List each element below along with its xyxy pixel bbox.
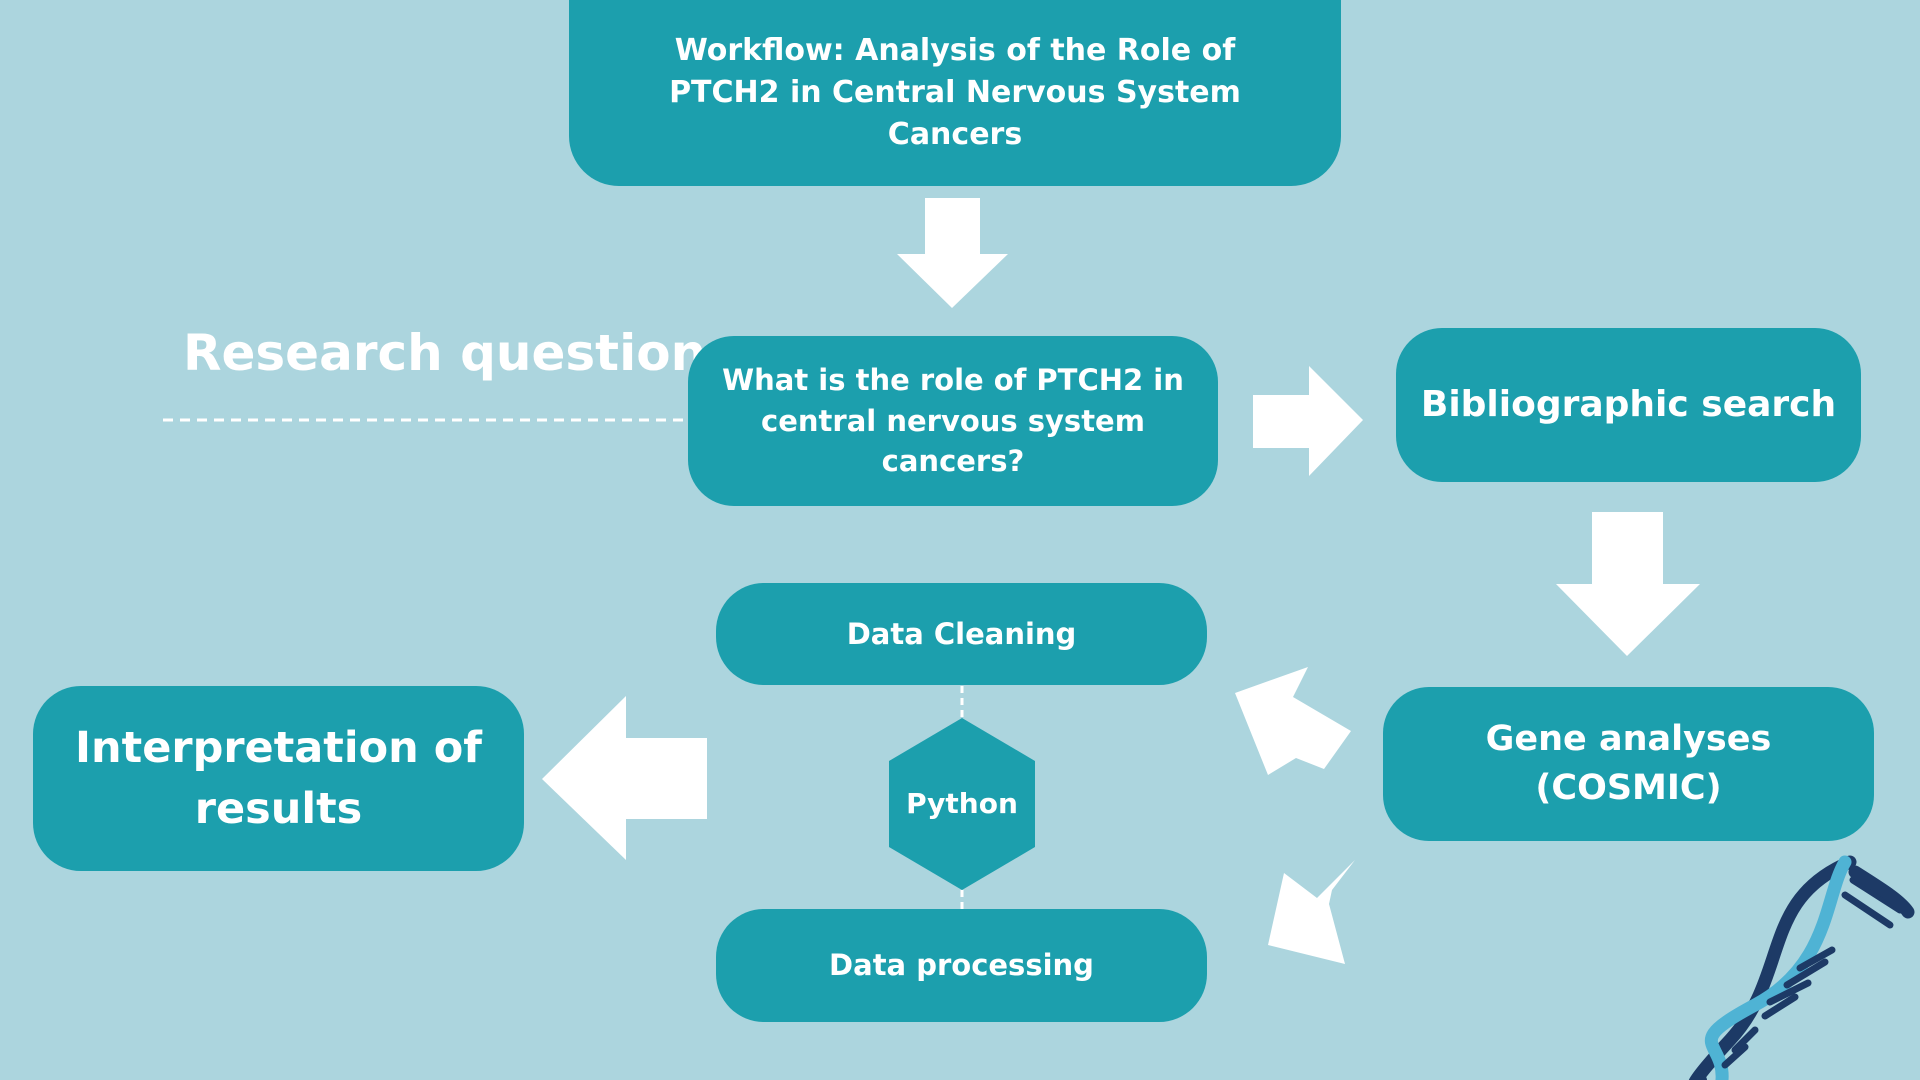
interpretation-text: Interpretation of results [75,723,482,834]
arrow-right-icon [1253,366,1363,476]
arrow-left-icon [542,696,707,860]
arrow-down-icon [1556,512,1700,656]
interpretation-box: Interpretation of results [33,686,524,871]
title-box: Workflow: Analysis of the Role of PTCH2 … [569,0,1341,186]
research-question-label: Research question [183,324,707,382]
arrow-down-icon [897,198,1008,308]
data-cleaning-box: Data Cleaning [716,583,1207,685]
data-processing-text: Data processing [829,948,1094,983]
python-hexagon [889,718,1035,890]
gene-analyses-text: Gene analyses (COSMIC) [1485,719,1772,808]
question-box: What is the role of PTCH2 in central ner… [688,336,1218,506]
title-box-text: Workflow: Analysis of the Role of PTCH2 … [669,33,1241,152]
python-label: Python [889,718,1035,890]
question-box-text: What is the role of PTCH2 in central ner… [722,363,1184,479]
dna-icon [1689,855,1915,1080]
arrow-diagonal-icon [1235,667,1351,775]
data-cleaning-text: Data Cleaning [846,616,1077,651]
gene-analyses-box: Gene analyses (COSMIC) [1383,687,1874,841]
bibliographic-search-box: Bibliographic search [1396,328,1861,482]
python-text: Python [906,787,1018,821]
data-processing-box: Data processing [716,909,1207,1022]
arrow-diagonal-icon [1268,860,1355,964]
bibliographic-search-text: Bibliographic search [1420,383,1837,425]
